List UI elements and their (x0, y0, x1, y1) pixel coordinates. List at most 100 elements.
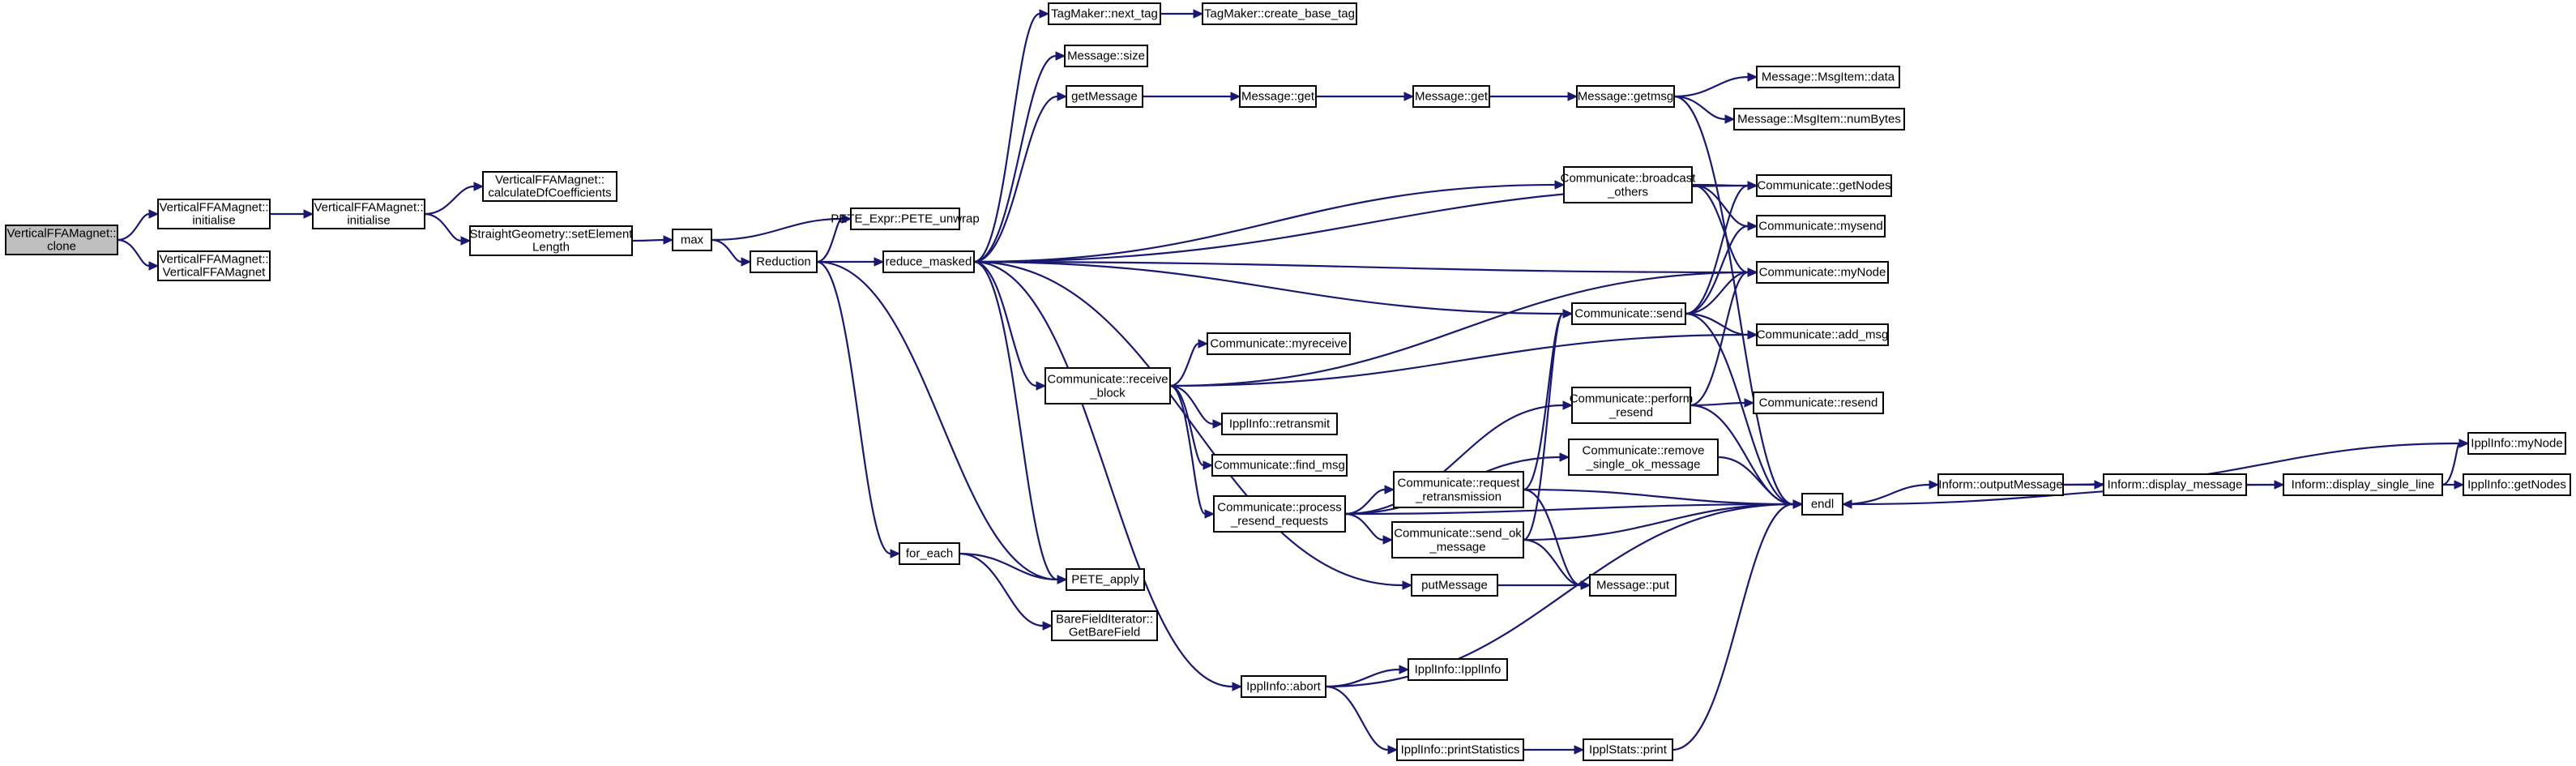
call-edge (711, 238, 742, 263)
arrow-head-icon (460, 236, 472, 246)
call-edge (631, 238, 664, 242)
node-communicate-request-retransmission[interactable]: Communicate::request _retransmission (1393, 471, 1524, 508)
node-communicate-perform-resend[interactable]: Communicate::perform _resend (1570, 387, 1694, 424)
call-edge (1691, 183, 1749, 187)
node-communicate-remove-single-ok-message[interactable]: Communicate::remove _single_ok_message (1568, 439, 1719, 476)
call-edge (1523, 488, 1794, 506)
node-communicate-mysend[interactable]: Communicate::mysend (1756, 215, 1886, 238)
node-for-each[interactable]: for_each (899, 542, 960, 565)
node-label: max (681, 233, 704, 247)
node-label: IpplInfo::printStatistics (1401, 743, 1520, 757)
node-label: for_each (906, 547, 953, 561)
node-verticalffamagnet-initialise-2[interactable]: VerticalFFAMagnet:: initialise (312, 199, 425, 229)
node-getmessage[interactable]: getMessage (1066, 85, 1143, 108)
arrow-head-icon (1403, 92, 1415, 101)
call-edge (1673, 95, 1794, 506)
node-label: reduce_masked (886, 255, 972, 269)
node-ipplinfo-printstatistics[interactable]: IpplInfo::printStatistics (1396, 738, 1524, 761)
node-reduce-masked[interactable]: reduce_masked (882, 250, 975, 273)
node-ipplinfo-abort[interactable]: IpplInfo::abort (1241, 675, 1326, 698)
node-communicate-add-msg[interactable]: Communicate::add_msg (1756, 323, 1889, 346)
node-inform-display-single-line[interactable]: Inform::display_single_line (2283, 473, 2443, 496)
node-communicate-broadcast-others[interactable]: Communicate::broadcast _others (1561, 166, 1697, 203)
node-inform-outputmessage[interactable]: Inform::outputMessage (1937, 473, 2064, 496)
node-communicate-send-ok-message[interactable]: Communicate::send_ok _message (1391, 521, 1524, 558)
call-edge (959, 552, 1058, 581)
node-label: clone (47, 240, 76, 254)
node-label: VerticalFFAMagnet:: (159, 201, 268, 215)
node-message-put[interactable]: Message::put (1589, 574, 1677, 597)
node-communicate-getnodes[interactable]: Communicate::getNodes (1756, 174, 1892, 197)
node-message-get[interactable]: Message::get (1239, 85, 1317, 108)
arrow-head-icon (1203, 460, 1214, 470)
node-label: IpplInfo::myNode (2471, 437, 2562, 451)
arrow-head-icon (1042, 621, 1053, 631)
call-edge (1685, 225, 1749, 315)
node-label: Message::getmsg (1578, 90, 1673, 104)
call-edge (1691, 183, 1749, 274)
node-label: TagMaker::create_base_tag (1204, 7, 1355, 21)
node-verticalffamagnet-calculatedfcoefficients[interactable]: VerticalFFAMagnet:: calculateDfCoefficie… (482, 171, 617, 202)
call-edge (973, 260, 1749, 274)
node-ipplinfo-mynode[interactable]: IpplInfo::myNode (2467, 432, 2566, 455)
call-edge (1691, 183, 1749, 228)
node-ipplinfo-ipplinfo[interactable]: IpplInfo::IpplInfo (1408, 658, 1508, 681)
call-edge (973, 260, 1403, 587)
node-label: putMessage (1421, 579, 1488, 593)
node-endl[interactable]: endl (1801, 493, 1843, 516)
node-communicate-myreceive[interactable]: Communicate::myreceive (1207, 332, 1351, 355)
node-tagmaker-next-tag[interactable]: TagMaker::next_tag (1048, 2, 1161, 25)
arrow-head-icon (2454, 480, 2465, 490)
node-label: Communicate::myNode (1759, 266, 1886, 280)
node-label: Communicate::send (1574, 307, 1682, 321)
node-label: VerticalFFAMagnet (163, 266, 267, 280)
arrow-head-icon (874, 257, 885, 267)
node-label: Inform::display_message (2108, 478, 2243, 492)
node-label: IpplStats::print (1589, 743, 1668, 757)
call-edge (973, 95, 1058, 263)
node-tagmaker-create-base-tag[interactable]: TagMaker::create_base_tag (1202, 2, 1357, 25)
node-straightgeometry-setelementlength[interactable]: StraightGeometry::setElement Length (469, 225, 634, 256)
call-edge (117, 212, 150, 242)
call-edge (973, 54, 1057, 263)
call-edge (1344, 512, 1384, 541)
node-reduction[interactable]: Reduction (750, 250, 818, 273)
node-verticalffamagnet-clone[interactable]: VerticalFFAMagnet:: clone (5, 225, 118, 255)
node-label: _resend (1608, 406, 1653, 420)
node-pete-apply[interactable]: PETE_apply (1066, 568, 1145, 591)
node-communicate-mynode[interactable]: Communicate::myNode (1756, 261, 1889, 284)
node-communicate-send[interactable]: Communicate::send (1571, 302, 1686, 325)
node-message-getmsg[interactable]: Message::getmsg (1576, 85, 1675, 108)
node-communicate-receive-block[interactable]: Communicate::receive _block (1044, 367, 1171, 404)
node-barefielditerator-getbarefield[interactable]: BareFieldIterator:: GetBareField (1051, 610, 1158, 641)
node-message-msgitem-data[interactable]: Message::MsgItem::data (1756, 66, 1900, 88)
node-inform-display-message[interactable]: Inform::display_message (2103, 473, 2247, 496)
node-label: IpplInfo::getNodes (2467, 478, 2566, 492)
node-communicate-resend[interactable]: Communicate::resend (1753, 392, 1884, 414)
node-verticalffamagnet-constructor[interactable]: VerticalFFAMagnet:: VerticalFFAMagnet (157, 250, 271, 281)
arrow-head-icon (1382, 535, 1394, 545)
node-ipplstats-print[interactable]: IpplStats::print (1583, 738, 1673, 761)
node-ipplinfo-retransmit[interactable]: IpplInfo::retransmit (1221, 413, 1338, 435)
node-message-msgitem-numbytes[interactable]: Message::MsgItem::numBytes (1733, 108, 1905, 131)
node-communicate-process-resend-requests[interactable]: Communicate::process _resend_requests (1213, 495, 1346, 533)
node-max[interactable]: max (672, 229, 712, 251)
call-edge (973, 12, 1040, 263)
arrow-head-icon (1204, 509, 1215, 519)
node-message-size[interactable]: Message::size (1064, 45, 1148, 67)
node-verticalffamagnet-initialise[interactable]: VerticalFFAMagnet:: initialise (157, 199, 271, 229)
call-edge (1169, 342, 1199, 387)
node-communicate-find-msg[interactable]: Communicate::find_msg (1211, 454, 1348, 477)
arrow-head-icon (1036, 381, 1047, 391)
node-putmessage[interactable]: putMessage (1411, 574, 1498, 597)
node-ipplinfo-getnodes[interactable]: IpplInfo::getNodes (2463, 473, 2571, 496)
node-pete-expr-pete-unwrap[interactable]: PETE_Expr::PETE_unwrap (831, 208, 980, 230)
node-label: VerticalFFAMagnet:: (314, 201, 423, 215)
node-label: Reduction (756, 255, 811, 269)
call-edge (973, 260, 1058, 581)
arrow-head-icon (1230, 92, 1241, 101)
arrow-head-icon (1574, 745, 1585, 755)
call-edge (973, 260, 1564, 315)
node-message-get-2[interactable]: Message::get (1412, 85, 1490, 108)
